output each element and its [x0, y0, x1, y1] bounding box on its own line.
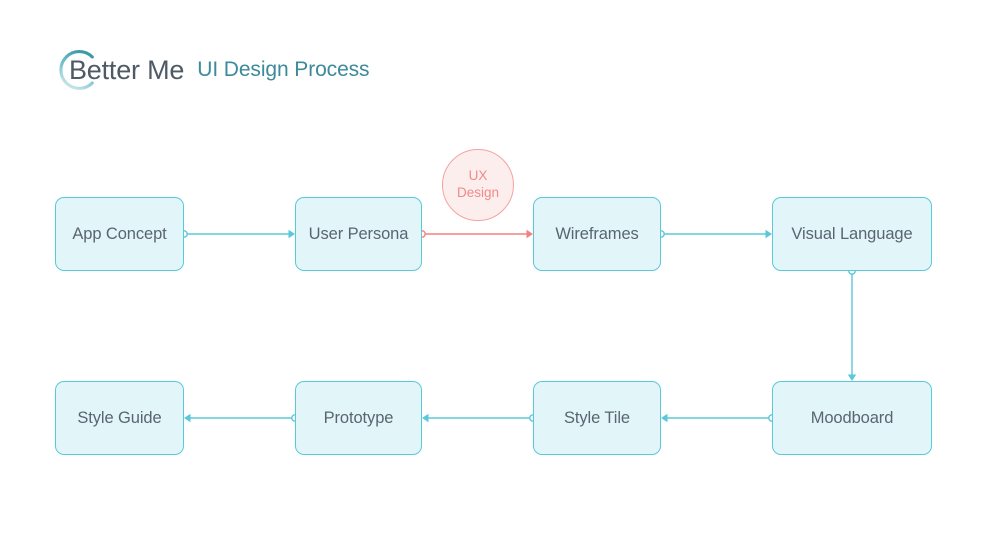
node-moodboard[interactable]: Moodboard: [772, 381, 932, 455]
node-label: Moodboard: [810, 408, 894, 427]
node-style-guide[interactable]: Style Guide: [55, 381, 184, 455]
edge-arrowhead: [422, 413, 429, 423]
node-label: User Persona: [308, 224, 409, 243]
node-label: Design: [456, 185, 500, 200]
node-label: Style Guide: [77, 408, 162, 427]
page-title: UI Design Process: [197, 58, 370, 81]
node-label: Style Tile: [564, 408, 630, 427]
node-visual-language[interactable]: Visual Language: [772, 197, 932, 271]
node-label: UX: [468, 168, 488, 184]
brand-name: Better Me: [69, 54, 185, 85]
node-label: Wireframes: [555, 224, 639, 243]
edge-arrowhead: [661, 413, 668, 423]
node-wireframes[interactable]: Wireframes: [533, 197, 661, 271]
node-label: App Concept: [72, 224, 167, 243]
edge-wireframes-to-visual-language: [657, 229, 772, 239]
node-prototype[interactable]: Prototype: [295, 381, 422, 455]
edge-style-tile-to-prototype: [422, 413, 537, 423]
better-me-arc-logo-icon: [52, 44, 104, 96]
edge-arrowhead: [184, 413, 191, 423]
header: Better Me UI Design Process: [52, 40, 370, 100]
node-label: Prototype: [323, 408, 394, 427]
edge-moodboard-to-style-tile: [661, 413, 776, 423]
node-app-concept[interactable]: App Concept: [55, 197, 184, 271]
node-label: Visual Language: [791, 224, 913, 243]
edge-user-persona-to-wireframes: [418, 229, 533, 239]
edge-prototype-to-style-guide: [184, 413, 299, 423]
edge-app-concept-to-user-persona: [180, 229, 295, 239]
node-user-persona[interactable]: User Persona: [295, 197, 422, 271]
node-style-tile[interactable]: Style Tile: [533, 381, 661, 455]
edge-visual-language-to-moodboard: [847, 267, 857, 381]
